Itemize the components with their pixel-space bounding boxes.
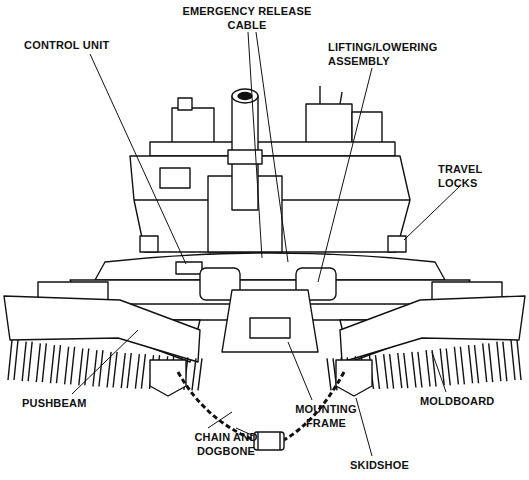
bore-evacuator [228, 150, 262, 164]
mounting-frame [222, 290, 318, 352]
skidshoe [150, 360, 186, 396]
chain [178, 372, 254, 440]
leader-line [208, 412, 232, 428]
tine [511, 340, 515, 380]
tine [446, 348, 450, 385]
part-label: SKIDSHOE [350, 458, 440, 472]
tine [198, 358, 202, 390]
tine [36, 343, 40, 382]
tine [390, 354, 394, 388]
leader-line [356, 398, 372, 456]
leader-line [90, 54, 186, 264]
tine [460, 347, 464, 385]
tines [8, 340, 521, 390]
tine [141, 354, 145, 388]
tine [503, 342, 507, 381]
tine [489, 343, 493, 382]
part-label: CHAIN AND DOGBONE [176, 430, 276, 458]
part-label: CONTROL UNIT [24, 38, 134, 52]
tine [398, 353, 402, 388]
part-label: MOLDBOARD [420, 394, 520, 408]
leader-line [432, 352, 446, 392]
tine [56, 345, 60, 383]
antenna [319, 86, 320, 104]
part-label: MOUNTING FRAME [286, 402, 366, 430]
leader-line [256, 32, 288, 262]
turret [130, 156, 410, 252]
tine [113, 352, 117, 388]
part-label: EMERGENCY RELEASE CABLE [172, 4, 322, 32]
tine [93, 350, 97, 386]
tine [127, 353, 131, 388]
hull-deck [95, 253, 445, 280]
tine [384, 354, 388, 388]
box [160, 168, 190, 188]
dogbone [254, 432, 284, 450]
tine [42, 343, 46, 382]
leader-line [318, 68, 372, 282]
muzzle [232, 89, 258, 103]
tine [79, 348, 83, 385]
tine [412, 352, 416, 388]
tine [418, 352, 422, 388]
tine [404, 353, 408, 388]
leader-line [288, 342, 312, 400]
leader-line [248, 32, 262, 258]
tine [327, 358, 331, 390]
tine [469, 345, 473, 383]
antenna [340, 92, 342, 104]
travel-lock [388, 236, 406, 252]
dogbone-end [279, 432, 280, 450]
part-label: TRAVEL LOCKS [438, 162, 518, 190]
leader-line [72, 330, 138, 394]
part-label: PUSHBEAM [22, 396, 112, 410]
leader-line [404, 186, 460, 240]
tine [71, 347, 75, 385]
moldboard [4, 296, 200, 362]
tine [121, 353, 125, 388]
tine [14, 340, 18, 380]
control-unit [176, 262, 202, 274]
tine [65, 347, 69, 385]
frame-block [250, 318, 290, 338]
edge [282, 199, 410, 200]
tine [497, 342, 501, 381]
cupola [306, 104, 352, 144]
tine [517, 340, 521, 380]
tine [454, 347, 458, 385]
tine [99, 350, 103, 386]
tine [483, 343, 487, 382]
tine [375, 355, 379, 389]
skidshoe [336, 360, 372, 396]
tine [22, 342, 26, 381]
tine [28, 342, 32, 381]
bore [238, 93, 252, 100]
hatch [172, 108, 214, 144]
tine [8, 340, 12, 380]
tine [475, 345, 479, 383]
part-label: LIFTING/LOWERING ASSEMBLY [328, 40, 458, 68]
edge [134, 199, 208, 200]
travel-lock [140, 236, 158, 252]
tine [50, 345, 54, 383]
tine [192, 358, 196, 390]
tine [426, 350, 430, 386]
sight [178, 98, 192, 110]
tine [432, 350, 436, 386]
tine [135, 354, 139, 388]
leader-lines [72, 32, 460, 456]
